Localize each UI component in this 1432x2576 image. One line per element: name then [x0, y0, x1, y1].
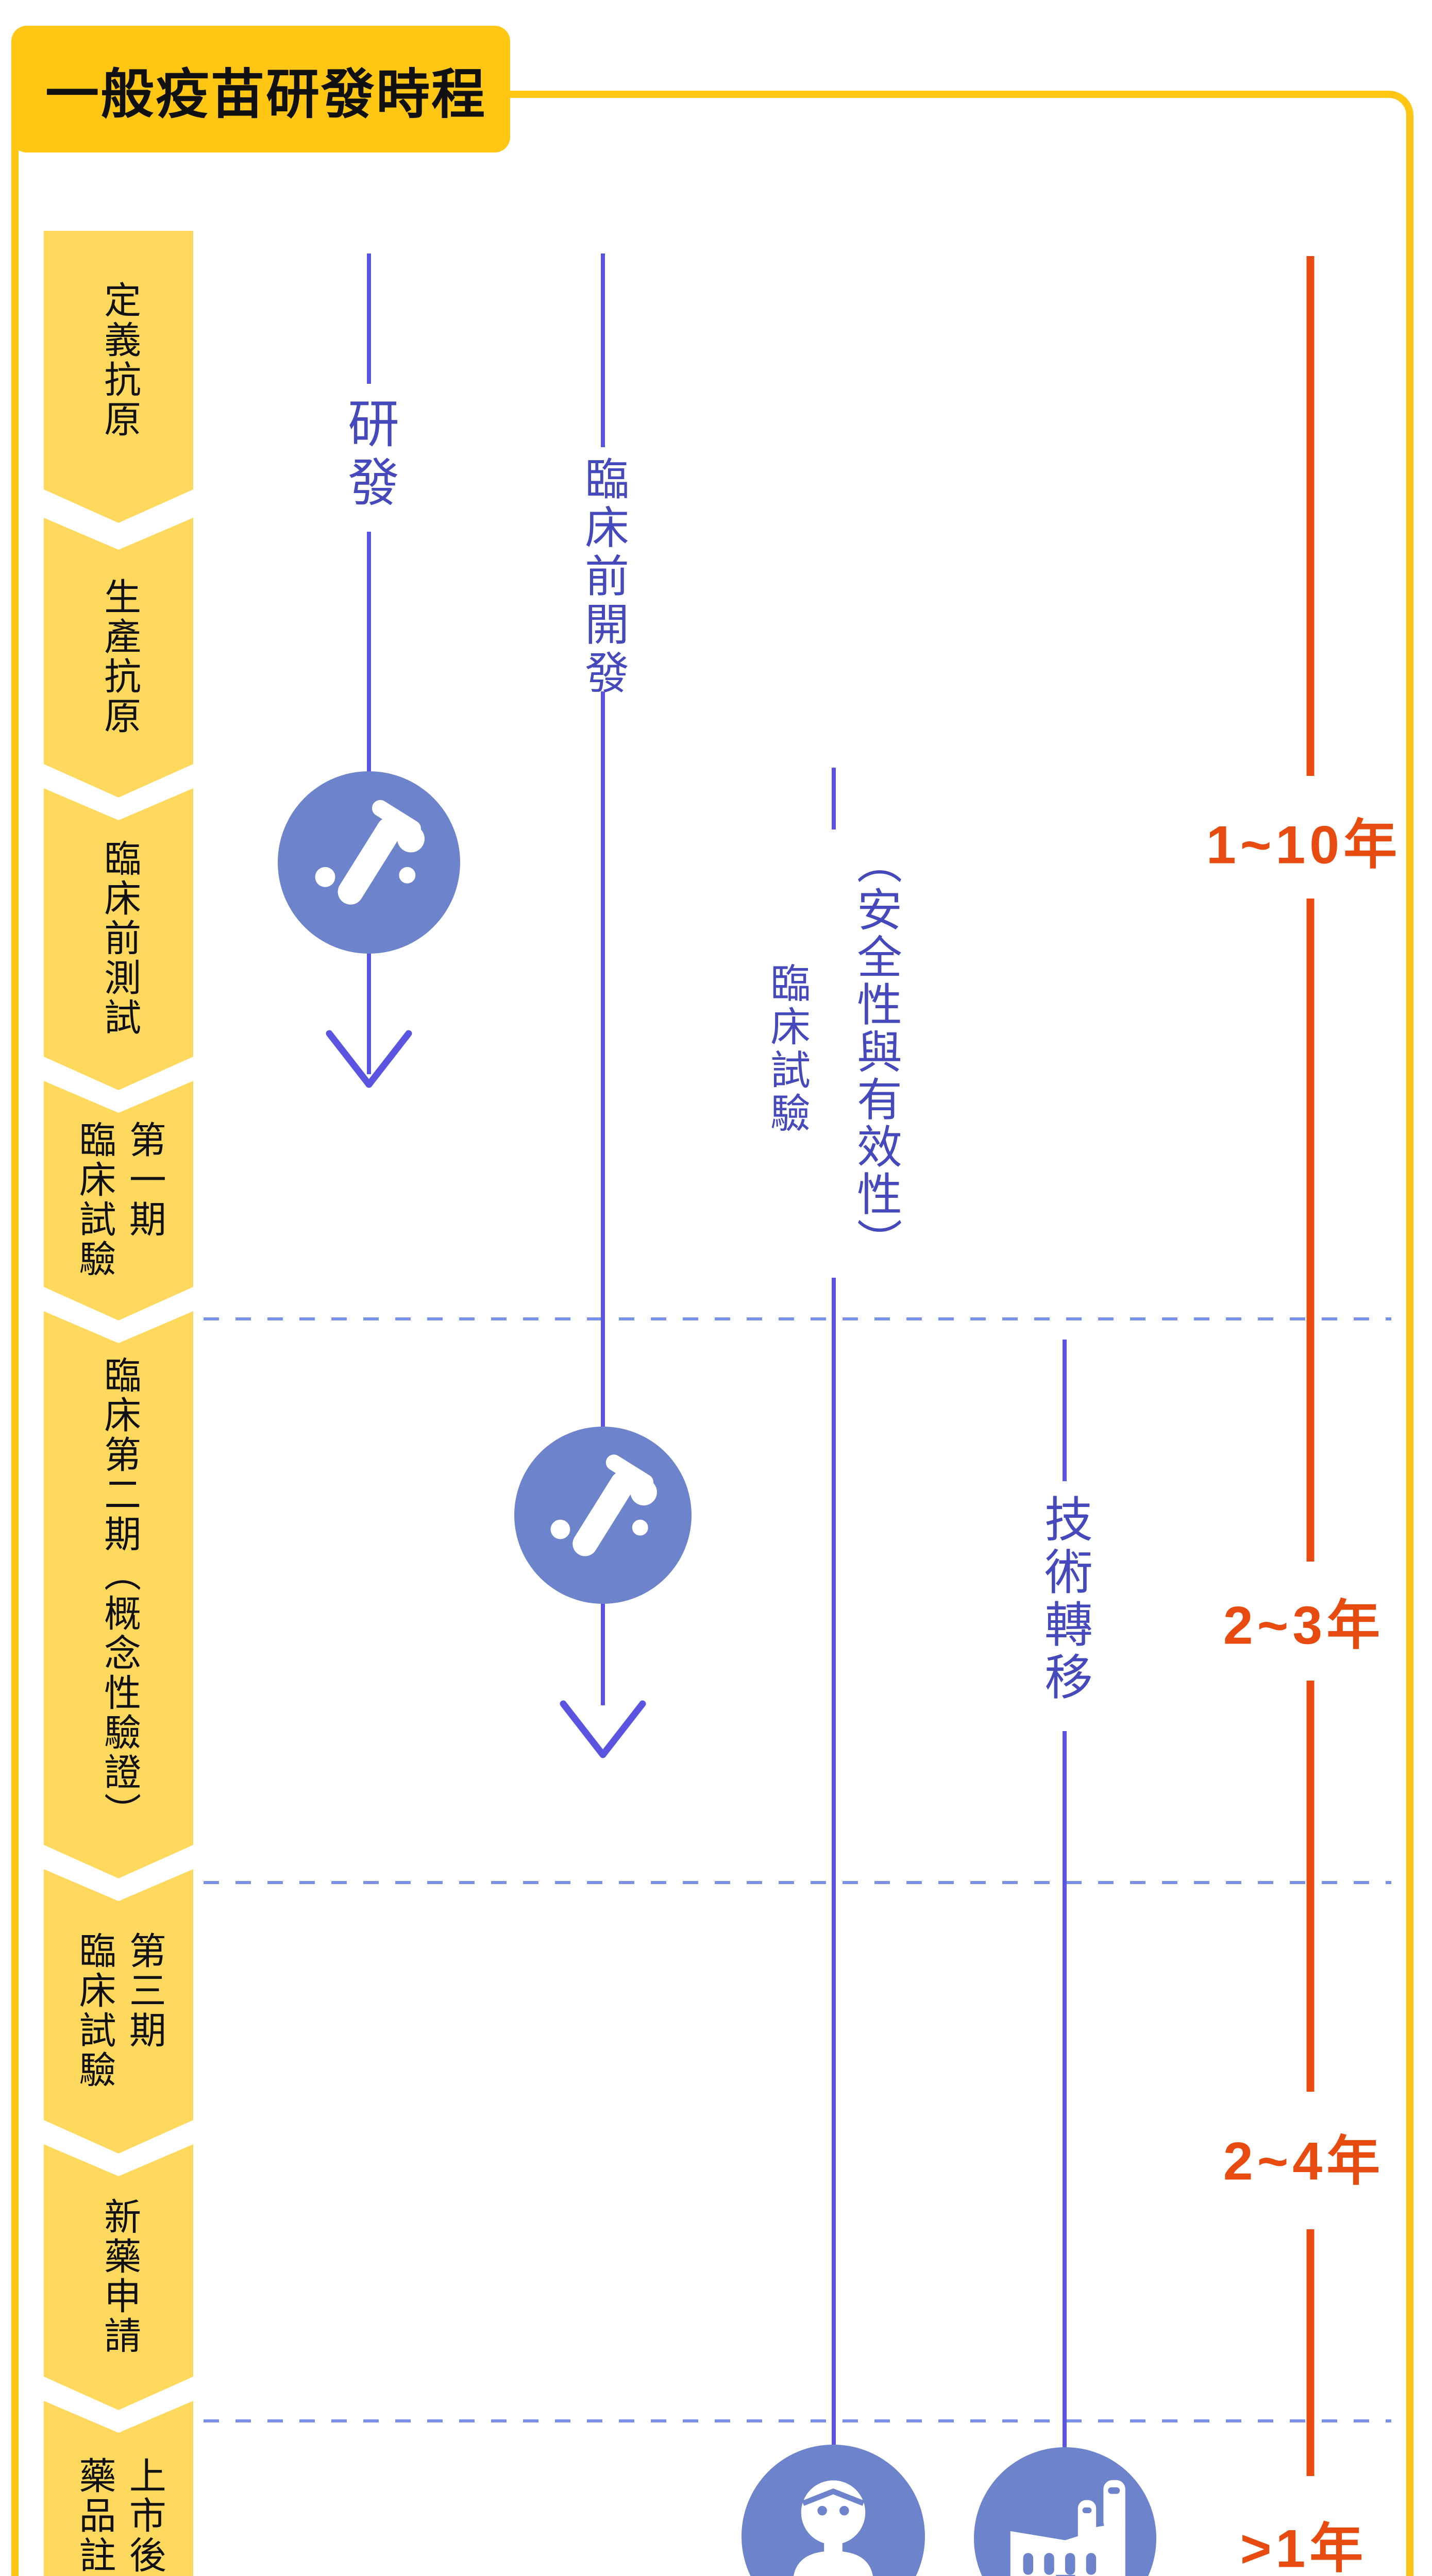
stage-produce-antigen: 生產抗原 — [44, 518, 193, 798]
duration-line-segment — [1306, 899, 1315, 1562]
duration-line-segment — [1306, 2229, 1315, 2476]
tech-transfer-line-segment — [1063, 1731, 1067, 2576]
page-title: 一般疫苗研發時程 — [45, 64, 487, 125]
title-box: 一般疫苗研發時程 — [11, 26, 510, 152]
stage-label: 新藥申請 — [98, 2197, 140, 2356]
duration-label-2: 2~3年 — [1223, 1596, 1385, 1656]
stage-label: 臨床試驗 第三期 — [73, 1931, 165, 2090]
phase-divider-3 — [204, 2419, 1391, 2422]
tech-transfer-track-label: 技術轉移 — [1038, 1494, 1092, 1704]
stage-label: 生產抗原 — [98, 578, 140, 736]
test-tube-icon — [278, 771, 460, 954]
stage-define-antigen: 定義抗原 — [44, 231, 193, 523]
clinical-line-segment — [832, 1278, 836, 2576]
stage-preclinical-testing: 臨床前測試 — [44, 788, 193, 1090]
stage-clinical-phase-2: 臨床第二期（概念性驗證） — [44, 1311, 193, 1878]
clinical-line-segment — [832, 768, 836, 829]
test-tube-icon — [514, 1427, 692, 1604]
clinical-track-label: 臨床試驗 — [765, 962, 810, 1136]
stage-label: 定義抗原 — [98, 281, 140, 439]
duration-label-1: 1~10年 — [1206, 815, 1402, 875]
clinical-track-note: （安全性與有效性） — [850, 839, 902, 1265]
tech-transfer-line-segment — [1063, 1340, 1067, 1481]
stage-label: 臨床試驗 第一期 — [73, 1121, 165, 1279]
rd-line-segment — [367, 253, 371, 384]
stage-clinical-phase-1: 臨床試驗 第一期 — [44, 1081, 193, 1320]
preclinical-line-segment — [601, 253, 605, 447]
duration-line-segment — [1306, 256, 1315, 776]
duration-label-4: >1年 — [1240, 2519, 1368, 2576]
preclinical-track-label: 臨床前開發 — [578, 456, 628, 698]
phase-divider-2 — [204, 1881, 1391, 1884]
factory-icon — [974, 2447, 1156, 2576]
arrow-down-icon — [326, 1030, 412, 1088]
rd-track-label: 研發 — [340, 397, 398, 514]
preclinical-line-segment — [601, 691, 605, 1705]
duration-line-segment — [1306, 1681, 1315, 2092]
stage-label: 臨床第二期（概念性驗證） — [98, 1356, 140, 1832]
stage-label: 藥品註冊 上市後監督 — [73, 2456, 165, 2576]
duration-label-3: 2~4年 — [1223, 2131, 1385, 2192]
stage-clinical-phase-3: 臨床試驗 第三期 — [44, 1869, 193, 2154]
person-icon — [742, 2445, 925, 2576]
outer-frame — [11, 91, 1413, 2576]
stage-new-drug-application: 新藥申請 — [44, 2144, 193, 2410]
stage-label: 臨床前測試 — [98, 839, 140, 1038]
phase-divider-1 — [204, 1317, 1391, 1320]
arrow-down-icon — [560, 1700, 646, 1758]
